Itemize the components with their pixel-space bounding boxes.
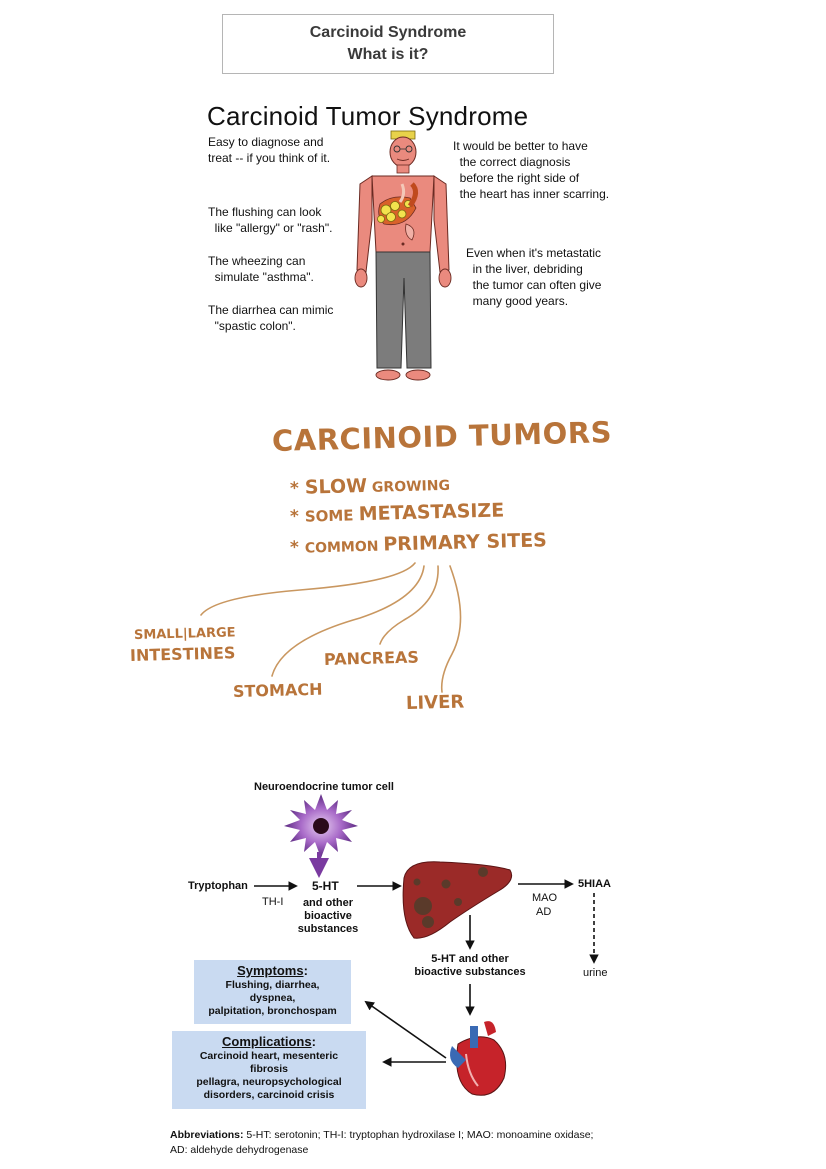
5ht-other-line-1: and other — [302, 897, 354, 909]
syndrome-title: Carcinoid Tumor Syndrome — [207, 101, 529, 131]
primary-sites-connector-lines — [200, 562, 462, 693]
5hiaa-label: 5HIAA — [578, 878, 612, 890]
5ht-other-line-3: substances — [297, 923, 359, 935]
5ht-label: 5-HT — [312, 879, 339, 893]
header-box: Carcinoid Syndrome What is it? — [222, 14, 554, 74]
note-easy-diagnose: Easy to diagnose and treat -- if you thi… — [208, 135, 331, 165]
note-flushing: The flushing can look like "allergy" or … — [208, 205, 333, 235]
mao-label: MAO — [532, 892, 558, 904]
ad-label: AD — [536, 906, 552, 918]
abbreviations-note: Abbreviations: 5-HT: serotonin; TH-I: tr… — [170, 1128, 593, 1158]
symptoms-heading: Symptoms — [237, 963, 304, 978]
liver-icon — [402, 861, 513, 939]
complications-line-4: disorders, carcinoid crisis — [203, 1089, 335, 1101]
heart-icon — [450, 1021, 507, 1096]
5ht-other-substances: and other bioactive substances — [292, 897, 364, 936]
5ht-bottom-line-2: bioactive substances — [414, 966, 526, 978]
arrow-heart-to-symptoms — [364, 1000, 447, 1059]
note-wheezing: The wheezing can simulate "asthma". — [208, 254, 314, 284]
line-to-pancreas — [379, 565, 439, 645]
symptoms-line-2: dyspnea, — [249, 992, 296, 1004]
complications-line-2: fibrosis — [250, 1063, 288, 1075]
symptoms-colon: : — [303, 963, 308, 978]
5ht-bottom-label: 5-HT and other bioactive substances — [404, 953, 536, 979]
abbreviations-line-2: AD: aldehyde dehydrogenase — [170, 1144, 309, 1156]
note-metastatic: Even when it's metastatic in the liver, … — [466, 246, 602, 308]
note-diagnosis: It would be better to have the correct d… — [453, 139, 610, 201]
tumor-cell-label: Neuroendocrine tumor cell — [254, 781, 394, 793]
note-diarrhea: The diarrhea can mimic "spastic colon". — [208, 303, 334, 333]
line-to-liver — [440, 565, 462, 693]
symptoms-line-1: Flushing, diarrhea, — [225, 979, 320, 991]
complications-line-3: pellagra, neuropsychological — [196, 1076, 342, 1088]
abbreviations-line-1: 5-HT: serotonin; TH-I: tryptophan hydrox… — [243, 1129, 594, 1141]
line-to-stomach — [271, 565, 425, 677]
symptoms-box: Symptoms: Flushing, diarrhea, dyspnea, p… — [194, 960, 351, 1024]
5ht-bottom-line-1: 5-HT and other — [431, 953, 509, 965]
patient-figure-illustration — [354, 130, 452, 381]
urine-label: urine — [583, 967, 608, 979]
complications-colon: : — [311, 1034, 316, 1049]
line-to-intestines — [200, 562, 416, 616]
header-title: Carcinoid Syndrome — [309, 24, 467, 41]
abbreviations-label: Abbreviations: — [170, 1129, 244, 1141]
symptoms-line-3: palpitation, bronchospam — [208, 1005, 337, 1017]
header-subtitle: What is it? — [347, 46, 429, 63]
th-i-label: TH-I — [262, 896, 284, 908]
complications-heading: Complications — [222, 1034, 312, 1049]
tryptophan-label: Tryptophan — [188, 880, 248, 892]
complications-box: Complications: Carcinoid heart, mesenter… — [172, 1031, 366, 1109]
pathway-graphics — [254, 794, 599, 1096]
complications-line-1: Carcinoid heart, mesenteric — [199, 1050, 339, 1062]
5ht-other-line-2: bioactive — [304, 910, 352, 922]
